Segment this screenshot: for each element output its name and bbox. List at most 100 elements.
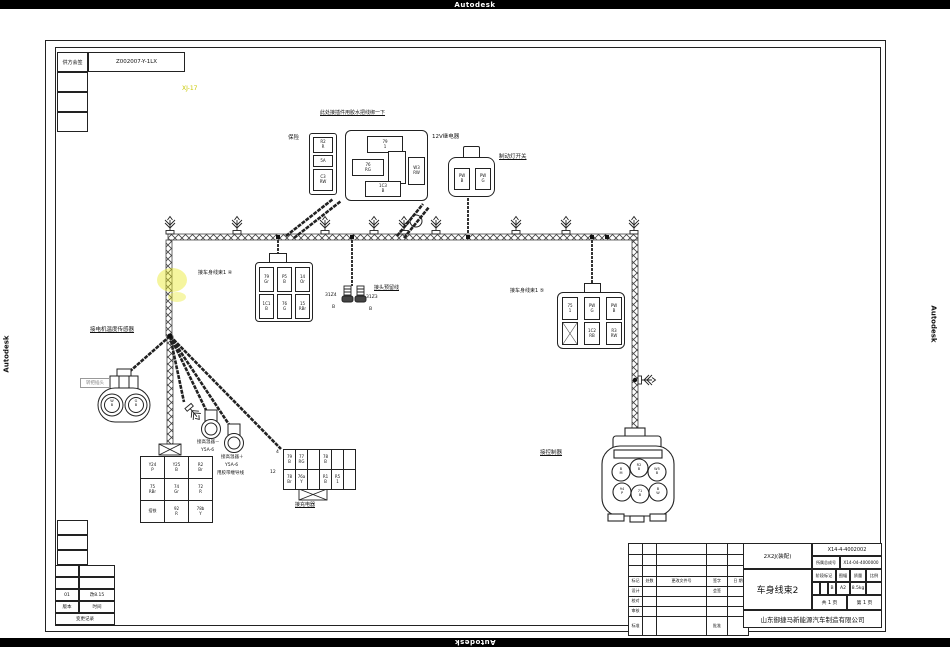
revision-no: 01 xyxy=(55,589,79,601)
sensor1-code: Y5A-6 xyxy=(201,448,215,453)
th-count: 处数 xyxy=(642,576,657,587)
controller-pin: W5 B xyxy=(654,467,660,475)
grid3-pin: 75 RBr xyxy=(140,478,165,501)
grid3-pin: 78b Y xyxy=(188,500,213,523)
reserve-label: 接头预留线 xyxy=(374,285,400,291)
weight-header: 质量 xyxy=(850,569,866,582)
controller-pin: B W xyxy=(656,487,660,495)
stage-header: 阶段标记 xyxy=(812,569,836,582)
trunk-tap-dots xyxy=(276,235,609,239)
parent-assembly-label: 所属总成号 xyxy=(812,556,840,569)
fuse-cell: R2 R xyxy=(313,137,333,153)
th-sign: 签字 xyxy=(706,576,728,587)
reserve-color-left: B xyxy=(332,305,336,310)
conn5-label: 接车身线束1 ⑤ xyxy=(510,288,545,294)
controller-pin: B M xyxy=(619,467,623,475)
controller-pin: 71 B xyxy=(637,489,643,497)
charger-pin: R1 B xyxy=(319,469,332,490)
controller-label: 接控制器 xyxy=(540,450,563,456)
relay-cell: 1C3 B xyxy=(365,181,401,197)
throttle-label: 转把插头 xyxy=(80,378,110,388)
th-doc: 更改文件号 xyxy=(656,576,707,587)
relay-feed-harness xyxy=(285,197,431,240)
assembly-name: 2X2J(装配) xyxy=(743,543,812,569)
charger-pin-blocked xyxy=(307,469,320,490)
relay-label: 12V继电器 xyxy=(432,134,460,140)
grid3-pin: R2 Br xyxy=(188,456,213,479)
charger-pin: 78 Br xyxy=(283,469,296,490)
stage-value: B xyxy=(828,582,836,595)
weight-value: 8.5kg xyxy=(850,582,866,595)
grid3-pin: 74 Gr xyxy=(164,478,189,501)
sensor2-label: 接高温器＋ xyxy=(221,455,244,460)
row-countersign: 会签 xyxy=(706,586,728,597)
conn5-pin: R3 RW xyxy=(606,322,622,345)
conn5-pin: 1C2 RB xyxy=(584,322,600,345)
relay-cell: 76 RG xyxy=(352,159,384,176)
empty-box xyxy=(57,520,88,535)
controller-pin: R2 B xyxy=(636,463,642,471)
controller-pin: 94 P xyxy=(619,487,625,495)
charger-pin: 77 RG xyxy=(295,449,308,470)
row-check: 校对 xyxy=(628,596,643,607)
sensor2-code: Y5A-6 xyxy=(225,463,239,468)
format-header: 图幅 xyxy=(836,569,850,582)
revision-header-version: 版本 xyxy=(55,601,79,613)
main-harness-trunk xyxy=(167,233,639,241)
revision-empty xyxy=(79,577,115,589)
conn4-pin: 79 Gr xyxy=(259,267,274,292)
revision-footer: 变更记录 xyxy=(55,613,115,625)
conn4-pin: 15 RBr xyxy=(295,294,310,319)
branch-stems xyxy=(277,198,593,286)
relay-note: 此处接插件用胶水把线绑一下 xyxy=(320,110,386,116)
conn4-pin: 76 G xyxy=(277,294,292,319)
junction-node xyxy=(167,333,173,339)
yellow-highlight-small xyxy=(168,292,186,302)
drawing-code-box: Z002007-Y-1LX xyxy=(88,52,185,72)
throttle-pin: W B xyxy=(110,399,114,407)
format-value: A2 xyxy=(836,582,850,595)
page-number: 第 1 页 xyxy=(847,595,882,610)
conn5-pin-blocked xyxy=(562,322,578,345)
stage-cell xyxy=(812,582,820,595)
reserve-code-left: 31Z4 xyxy=(325,293,337,298)
relay-cell-empty xyxy=(388,151,406,184)
company-name: 山东御捷马新能源汽车制造有限公司 xyxy=(743,610,882,628)
brake-switch-label: 制动灯开关 xyxy=(499,154,527,160)
watermark-top: Autodesk xyxy=(0,0,950,9)
drawing-title: 车身线束2 xyxy=(743,569,812,610)
sheet-inner-border xyxy=(55,47,881,626)
harness-loop xyxy=(409,214,423,228)
scale-header: 比例 xyxy=(866,569,882,582)
throttle-pin: G B xyxy=(134,399,138,407)
junction-node xyxy=(632,377,638,383)
charger-pin-blocked xyxy=(307,449,320,470)
sensor1-label: 接高温器－ xyxy=(197,440,220,445)
conn5-pin: PW B xyxy=(606,297,622,320)
row-review: 审核 xyxy=(628,606,643,617)
pages-total: 共 1 页 xyxy=(812,595,847,610)
conn4-pin: 14 Or xyxy=(295,267,310,292)
conn5-pin: 75 1 xyxy=(562,297,578,320)
sensor2-note: 用胶带缠导线 xyxy=(217,471,244,476)
motor-temp-label: 接电机温度传感器 xyxy=(90,327,135,333)
charger-connector: 79 B 77 RG 78 B 78 Br 76a Y R1 B R5 1 xyxy=(283,449,356,490)
grid3-pin: 92 R xyxy=(164,500,189,523)
yellow-highlight xyxy=(157,268,187,292)
parent-assembly-number: X14-04-4000000 xyxy=(840,556,882,569)
grid3-pin: Y24 P xyxy=(140,456,165,479)
charger-corner-number: 4 xyxy=(276,450,279,455)
grid3-pin: 72 R xyxy=(188,478,213,501)
supplier-sign-label: 供方会签 xyxy=(57,52,88,72)
brake-switch-pin: PW B xyxy=(454,168,470,190)
scale-value xyxy=(866,582,882,595)
charger-pin: 78 B xyxy=(319,449,332,470)
right-harness-drop xyxy=(631,239,639,441)
charger-label: 接充电器 xyxy=(295,502,316,508)
row-design: 设计 xyxy=(628,586,643,597)
grid3-pin: Y25 B xyxy=(164,456,189,479)
sheet-outer-border xyxy=(45,40,886,632)
conn5-pin: PW G xyxy=(584,297,600,320)
charger-pin: 76a Y xyxy=(295,469,308,490)
